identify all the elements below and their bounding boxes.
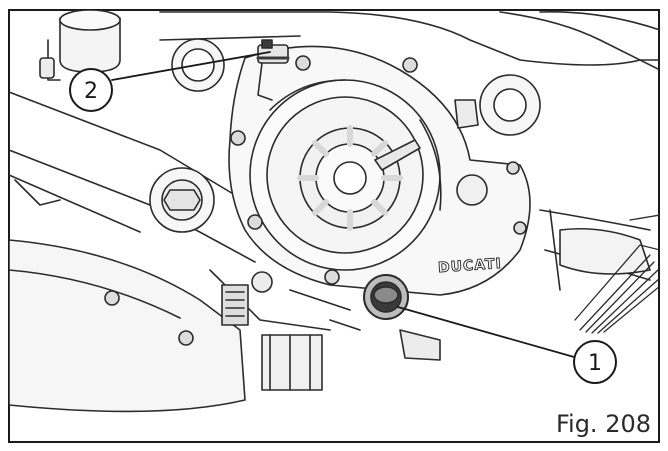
exhaust-muffler (9, 239, 246, 413)
callout-2: 2 (69, 68, 113, 112)
heat-shield-fins (574, 214, 659, 334)
top-left-cylinder (39, 10, 121, 81)
top-sensor (256, 39, 290, 101)
callout-2-leader (111, 51, 271, 81)
oil-filler-cap (363, 274, 409, 320)
pivot-bolt (149, 167, 215, 233)
callout-1-label: 1 (588, 351, 602, 376)
figure-caption: Fig. 208 (556, 410, 651, 438)
brand-lettering: DUCATI (438, 256, 503, 276)
clutch-cover (228, 45, 531, 296)
gear-linkage (209, 269, 441, 391)
frame-tube-top (159, 11, 659, 71)
engine-rear-section (454, 74, 651, 291)
callout-1-leader (397, 306, 575, 358)
callout-1: 1 (573, 340, 617, 384)
callout-2-label: 2 (84, 79, 98, 104)
